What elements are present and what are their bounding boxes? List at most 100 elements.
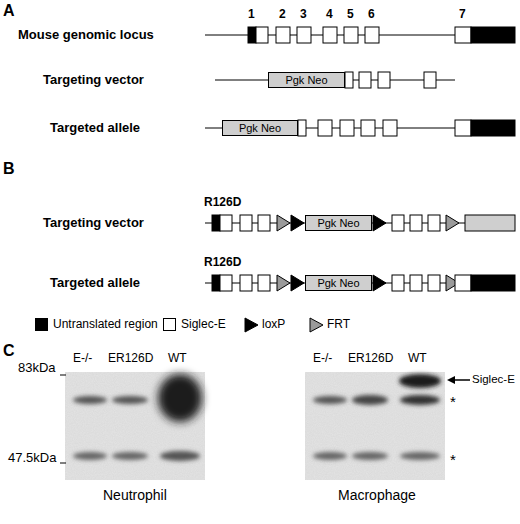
neutrophil-blot-part: [73, 452, 107, 460]
lane-label: WT: [408, 352, 427, 365]
neo-cassette-box: Pgk Neo: [268, 72, 345, 88]
panel-b-allele-part: [392, 275, 404, 291]
nonspecific-mark: *: [450, 394, 456, 411]
panel-b-allele-part: [277, 275, 290, 291]
exon-number: 3: [300, 8, 307, 21]
row-label: Targeting vector: [43, 73, 144, 87]
size-marker: 83kDa: [18, 361, 56, 375]
panel-a-allele-part: [471, 120, 515, 136]
panel-b-vector-part: [277, 215, 290, 231]
panel-b-allele: [205, 275, 515, 291]
panel-a-vector-part: [378, 72, 390, 88]
panel-a-vector: [215, 72, 455, 88]
panel-b-vector-part: [220, 215, 232, 231]
macrophage-blot-part: [305, 372, 445, 480]
panel-a-allele-part: [455, 120, 471, 136]
panel-b-allele-part: [220, 275, 232, 291]
row-label: Mouse genomic locus: [18, 28, 154, 42]
band-label: Siglec-E: [472, 373, 515, 386]
blot-caption: Macrophage: [338, 488, 416, 503]
panel-b-allele-part: [471, 275, 515, 291]
legend-swatch: [163, 318, 176, 331]
panel-a-locus-part: [471, 27, 515, 43]
marker-ticks-part: [60, 375, 66, 376]
panel-b-allele-part: [240, 275, 252, 291]
panel-a-locus-part: [344, 27, 358, 43]
panel-b-allele-part: [373, 275, 386, 291]
panel-a-locus-part: [323, 27, 337, 43]
node-text: Pgk Neo: [317, 278, 359, 289]
blot-caption: Neutrophil: [103, 488, 167, 503]
node-text: Pgk Neo: [285, 75, 327, 86]
size-marker: 47.5kDa: [8, 451, 56, 465]
neo-cassette-box: Pgk Neo: [305, 275, 372, 291]
legend-triangles-part: [310, 318, 323, 332]
panel-b-vector-part: [392, 215, 404, 231]
legend-text: Siglec-E: [181, 317, 226, 331]
panel-a-locus: [205, 27, 515, 43]
panel-b-vector: [205, 215, 515, 231]
panel-b-vector-part: [212, 215, 220, 231]
panel-b-vector-part: [373, 215, 386, 231]
macrophage-blot-part: [313, 452, 347, 460]
panel-a-allele-part: [340, 120, 354, 136]
panel-a-allele-part: [318, 120, 332, 136]
legend-swatch: [35, 318, 48, 331]
legend-triangles-part: [245, 318, 258, 332]
legend-entry: Siglec-E: [163, 317, 226, 331]
panel-b-vector-part: [465, 215, 515, 231]
lane-label: WT: [168, 352, 187, 365]
macrophage-blot-part: [400, 452, 440, 460]
marker-ticks: [60, 375, 66, 463]
panel-a-allele: [205, 120, 515, 136]
panel-a-allele-part: [361, 120, 375, 136]
neutrophil-blot-part: [112, 452, 148, 460]
panel-a-locus-part: [248, 27, 256, 43]
band-arrow: [447, 376, 470, 384]
mutation-label: R126D: [204, 256, 241, 269]
neutrophil-blot-part: [160, 451, 200, 461]
legend-entry: Untranslated region: [35, 317, 158, 331]
panel-b-allele-part: [410, 275, 422, 291]
panel-letter: C: [3, 342, 15, 360]
lane-label: E-/-: [313, 352, 332, 365]
panel-a-allele-part: [298, 120, 306, 136]
panel-b-vector-part: [258, 215, 270, 231]
exon-number: 6: [368, 8, 375, 21]
neo-cassette-box: Pgk Neo: [222, 120, 298, 136]
panel-a-locus-part: [365, 27, 379, 43]
node-text: Pgk Neo: [317, 218, 359, 229]
legend-triangles: [245, 318, 323, 332]
band-arrow-part: [453, 379, 470, 381]
panel-b-vector-part: [240, 215, 252, 231]
nonspecific-mark: *: [450, 452, 456, 469]
macrophage-blot: [305, 372, 445, 480]
macrophage-blot-part: [399, 374, 441, 388]
neutrophil-blot-part: [65, 372, 205, 480]
panel-b-vector-part: [291, 215, 304, 231]
panel-a-locus-part: [256, 27, 268, 43]
neutrophil-blot-part: [112, 396, 148, 404]
band-arrow-part: [447, 376, 455, 384]
macrophage-blot-part: [305, 372, 445, 480]
panel-b-allele-part: [212, 275, 220, 291]
marker-ticks-part: [60, 463, 66, 464]
macrophage-blot-part: [352, 452, 388, 460]
panel-a-vector-part: [345, 72, 353, 88]
panel-a-vector-part: [359, 72, 371, 88]
exon-number: 1: [248, 8, 255, 21]
neutrophil-blot-part: [158, 374, 202, 422]
legend-entry: loxP: [262, 317, 285, 331]
panel-a-vector-part: [424, 72, 436, 88]
node-text: Pgk Neo: [239, 123, 281, 134]
panel-a-locus-part: [297, 27, 311, 43]
panel-b-allele-part: [428, 275, 440, 291]
panel-b-vector-part: [428, 215, 440, 231]
mutation-label: R126D: [204, 196, 241, 209]
panel-b-allele-part: [455, 275, 471, 291]
neutrophil-blot-part: [73, 396, 107, 404]
exon-number: 2: [279, 8, 286, 21]
legend-text: Untranslated region: [53, 317, 158, 331]
legend-text: loxP: [262, 317, 285, 331]
panel-b-vector-part: [446, 215, 459, 231]
